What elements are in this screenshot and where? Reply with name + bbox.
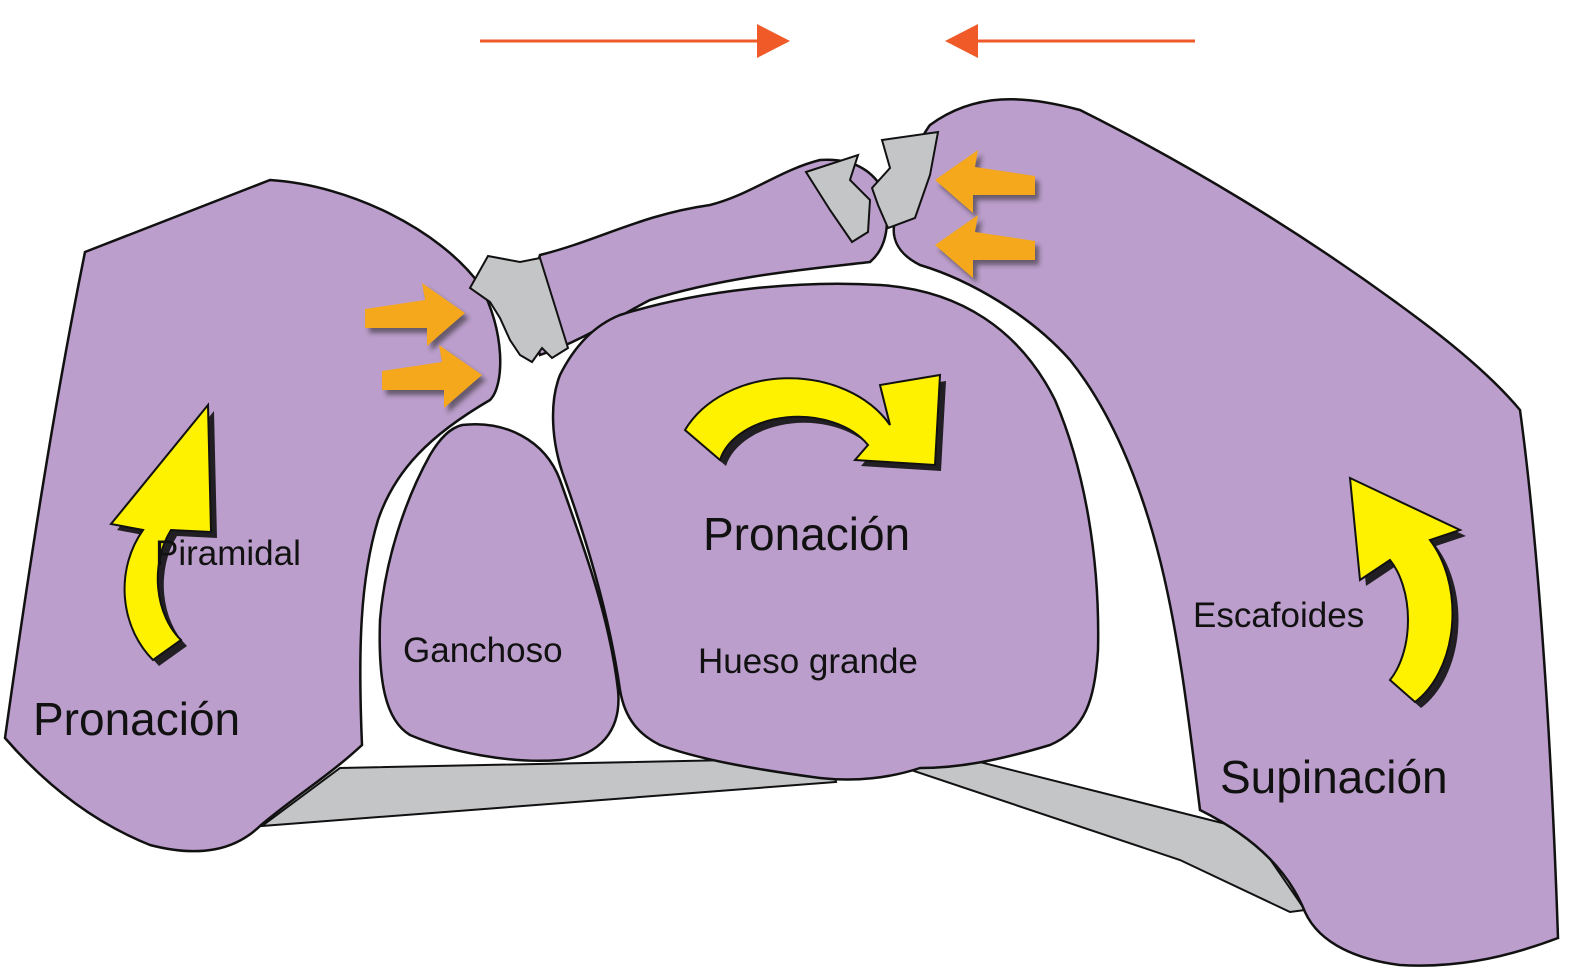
curved-arrow-icon: [683, 373, 946, 471]
long-arrow-icon: [480, 24, 790, 58]
curved-arrow-icon: [109, 402, 217, 666]
arrow-right-icon: [935, 150, 1039, 218]
piramidal-bone: [3, 178, 502, 853]
hueso-grande-bone: [551, 282, 1100, 781]
arrow-right-icon: [382, 345, 486, 413]
curved-arrow-icon: [1348, 476, 1466, 708]
pronacion-center-label: Pronación: [703, 508, 911, 560]
ganchoso-bone: [378, 423, 620, 763]
escafoides-label: Escafoides: [1193, 596, 1365, 635]
arrow-right-icon: [365, 283, 469, 351]
escafoides-bone: [892, 98, 1560, 967]
hueso-grande-label: Hueso grande: [698, 642, 918, 681]
fracture-fragment-left: [468, 254, 570, 364]
arrow-right-icon: [935, 215, 1039, 283]
fracture-fragment-upper-right: [870, 130, 940, 230]
fracture-fragment-upper-left: [804, 153, 872, 244]
piramidal-label: Piramidal: [155, 534, 301, 573]
supinacion-label: Supinación: [1220, 751, 1448, 803]
long-arrow-icon: [945, 24, 1195, 58]
ganchoso-label: Ganchoso: [403, 631, 563, 670]
pronacion-left-label: Pronación: [33, 693, 241, 745]
